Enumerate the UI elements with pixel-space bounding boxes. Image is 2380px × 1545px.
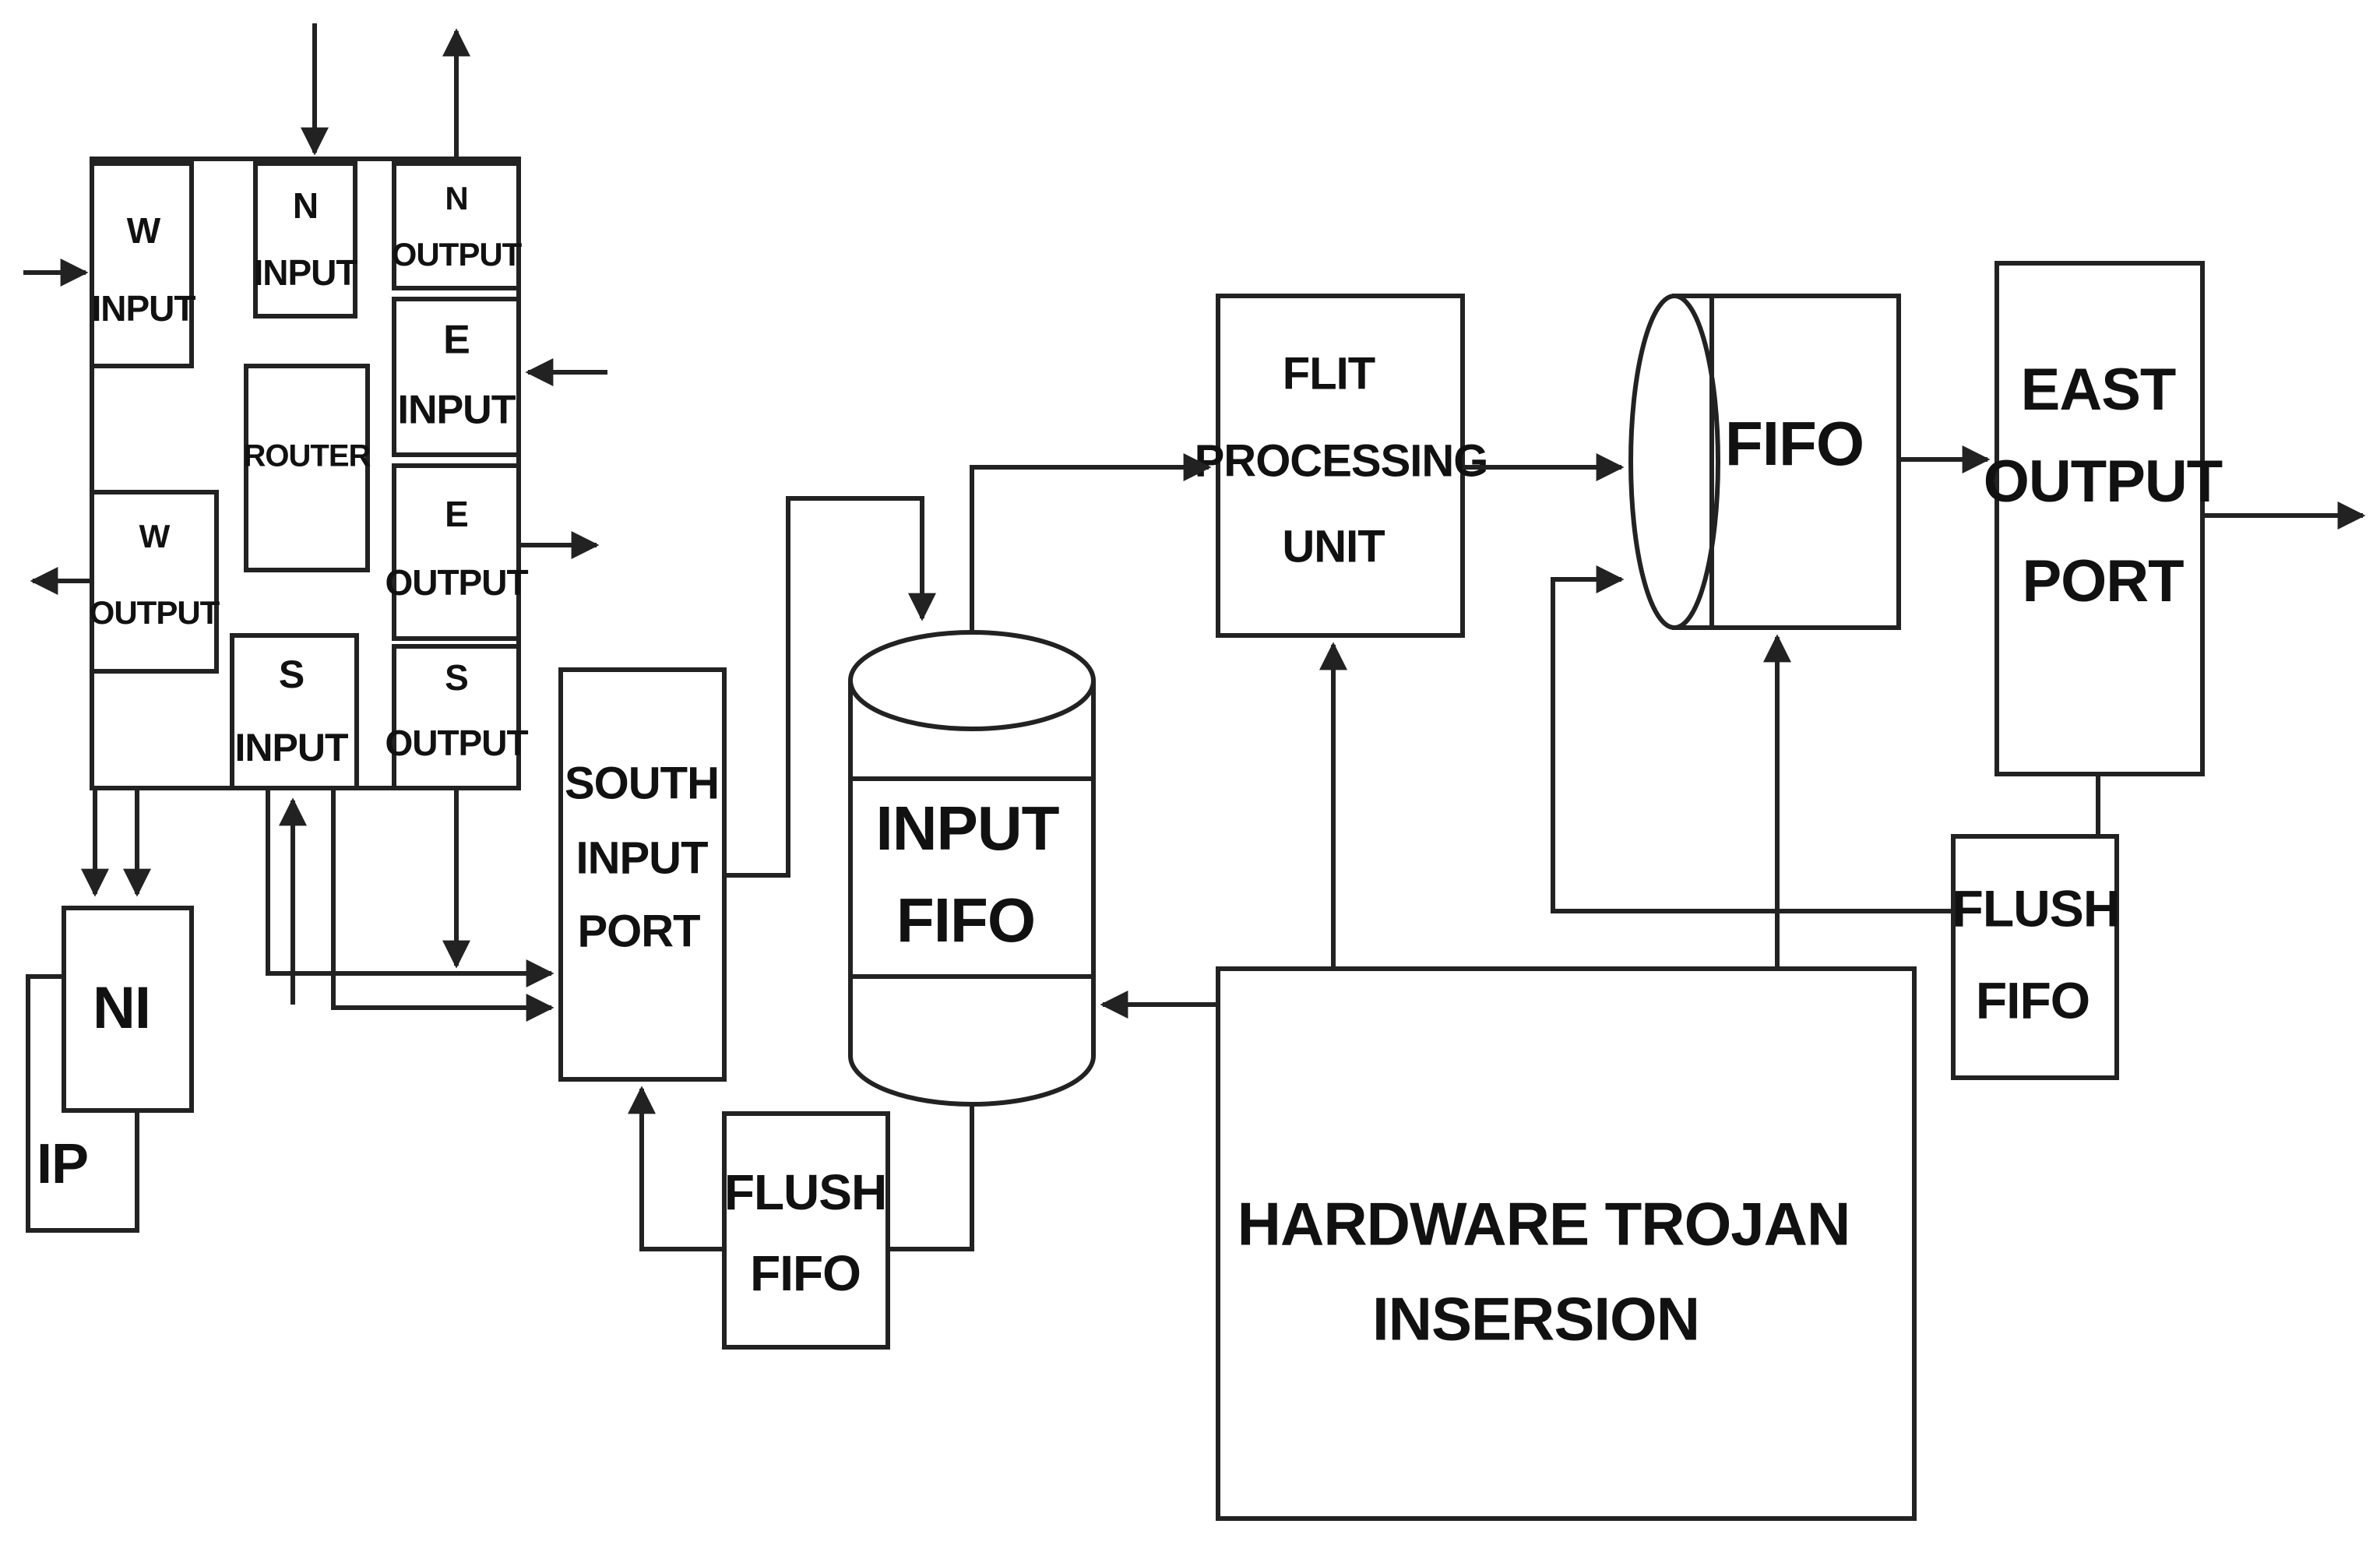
ni-box: NI — [62, 906, 194, 1113]
east-output-port-label-3: PORT — [2022, 548, 2184, 614]
router-core-box: ROUTER — [244, 364, 372, 572]
south-input-port-label-2: INPUT — [576, 832, 709, 883]
e-input-label-2: INPUT — [398, 388, 516, 433]
fifo-end-cap — [1628, 294, 1720, 630]
south-port-to-input-fifo-arrow — [724, 496, 936, 878]
flit-processing-unit-label-3: UNIT — [1282, 521, 1385, 572]
flit-processing-unit-box: FLIT PROCESSING UNIT — [1195, 294, 1488, 638]
input-fifo-to-flit-unit-arrow — [970, 453, 1212, 632]
hardware-trojan-label-1: HARDWARE TROJAN — [1238, 1190, 1850, 1258]
s-input-label-2: INPUT — [235, 726, 348, 769]
flush-fifo-right-label-1: FLUSH — [1952, 879, 2120, 937]
w-input-box: W INPUT — [90, 161, 196, 368]
router-label: ROUTER — [244, 439, 371, 473]
e-output-box: E OUTPUT — [385, 463, 529, 641]
flit-processing-unit-label-1: FLIT — [1283, 348, 1375, 399]
n-input-label-1: N — [293, 185, 318, 226]
fifo-box: FIFO — [1628, 294, 1901, 630]
n-output-label-1: N — [445, 180, 467, 216]
input-fifo-label-2: FIFO — [896, 885, 1035, 955]
w-output-label-1: W — [139, 518, 171, 554]
s-output-label-2: OUTPUT — [385, 723, 528, 763]
n-input-box: N INPUT — [253, 161, 358, 319]
ip-label: IP — [37, 1133, 88, 1195]
east-output-port-label-2: OUTPUT — [1984, 449, 2223, 515]
w-input-label-1: W — [127, 210, 161, 251]
e-input-label-1: E — [443, 318, 470, 363]
e-input-box: E INPUT — [392, 297, 521, 457]
input-fifo-to-flush-fifo-line — [888, 1104, 974, 1251]
e-output-label-1: E — [445, 494, 468, 534]
hardware-trojan-box: HARDWARE TROJAN INSERSION — [1216, 966, 1917, 1521]
flush-fifo-left-box: FLUSH FIFO — [722, 1111, 890, 1350]
s-input-box: S INPUT — [230, 633, 359, 790]
south-input-port-label-3: PORT — [577, 906, 700, 956]
n-input-label-2: INPUT — [254, 252, 358, 293]
router-external-arrows — [23, 23, 607, 1022]
flush-fifo-right-label-2: FIFO — [1976, 971, 2090, 1029]
s-input-label-1: S — [279, 653, 304, 696]
fifo-label: FIFO — [1725, 409, 1864, 478]
s-output-label-1: S — [445, 657, 468, 698]
n-output-box: N OUTPUT — [392, 161, 523, 290]
flush-fifo-left-label-2: FIFO — [750, 1245, 861, 1301]
flush-fifo-to-south-port-arrow — [628, 1086, 724, 1251]
s-output-box: S OUTPUT — [385, 644, 529, 790]
e-output-label-2: OUTPUT — [385, 562, 528, 603]
w-output-box: W OUTPUT — [90, 490, 221, 674]
flush-fifo-right-box: FLUSH FIFO — [1951, 834, 2120, 1080]
input-fifo-cylinder: INPUT FIFO — [848, 630, 1096, 1107]
router-block: W INPUT N INPUT N OUTPUT E INPUT ROUTER … — [90, 157, 529, 790]
east-output-port-box: EAST OUTPUT PORT — [1984, 261, 2223, 776]
flush-fifo-to-fifo-arrow — [1551, 565, 1953, 913]
east-output-port-label-1: EAST — [2021, 357, 2176, 423]
input-fifo-label-1: INPUT — [876, 794, 1060, 863]
to-south-port-arrow-2 — [331, 788, 555, 1022]
south-input-port-label-1: SOUTH — [565, 758, 719, 808]
w-output-label-2: OUTPUT — [90, 594, 220, 631]
flit-processing-unit-label-2: PROCESSING — [1195, 435, 1488, 486]
to-south-port-arrow-1 — [266, 788, 555, 987]
n-output-label-2: OUTPUT — [392, 236, 523, 273]
input-fifo-top — [848, 630, 1096, 731]
data-path-wires — [628, 445, 2366, 1251]
flush-fifo-left-label-1: FLUSH — [724, 1164, 886, 1220]
south-input-port-box: SOUTH INPUT PORT — [558, 667, 727, 1082]
w-input-label-2: INPUT — [92, 288, 196, 329]
hardware-trojan-label-2: INSERSION — [1372, 1285, 1699, 1353]
ni-label: NI — [93, 975, 150, 1041]
